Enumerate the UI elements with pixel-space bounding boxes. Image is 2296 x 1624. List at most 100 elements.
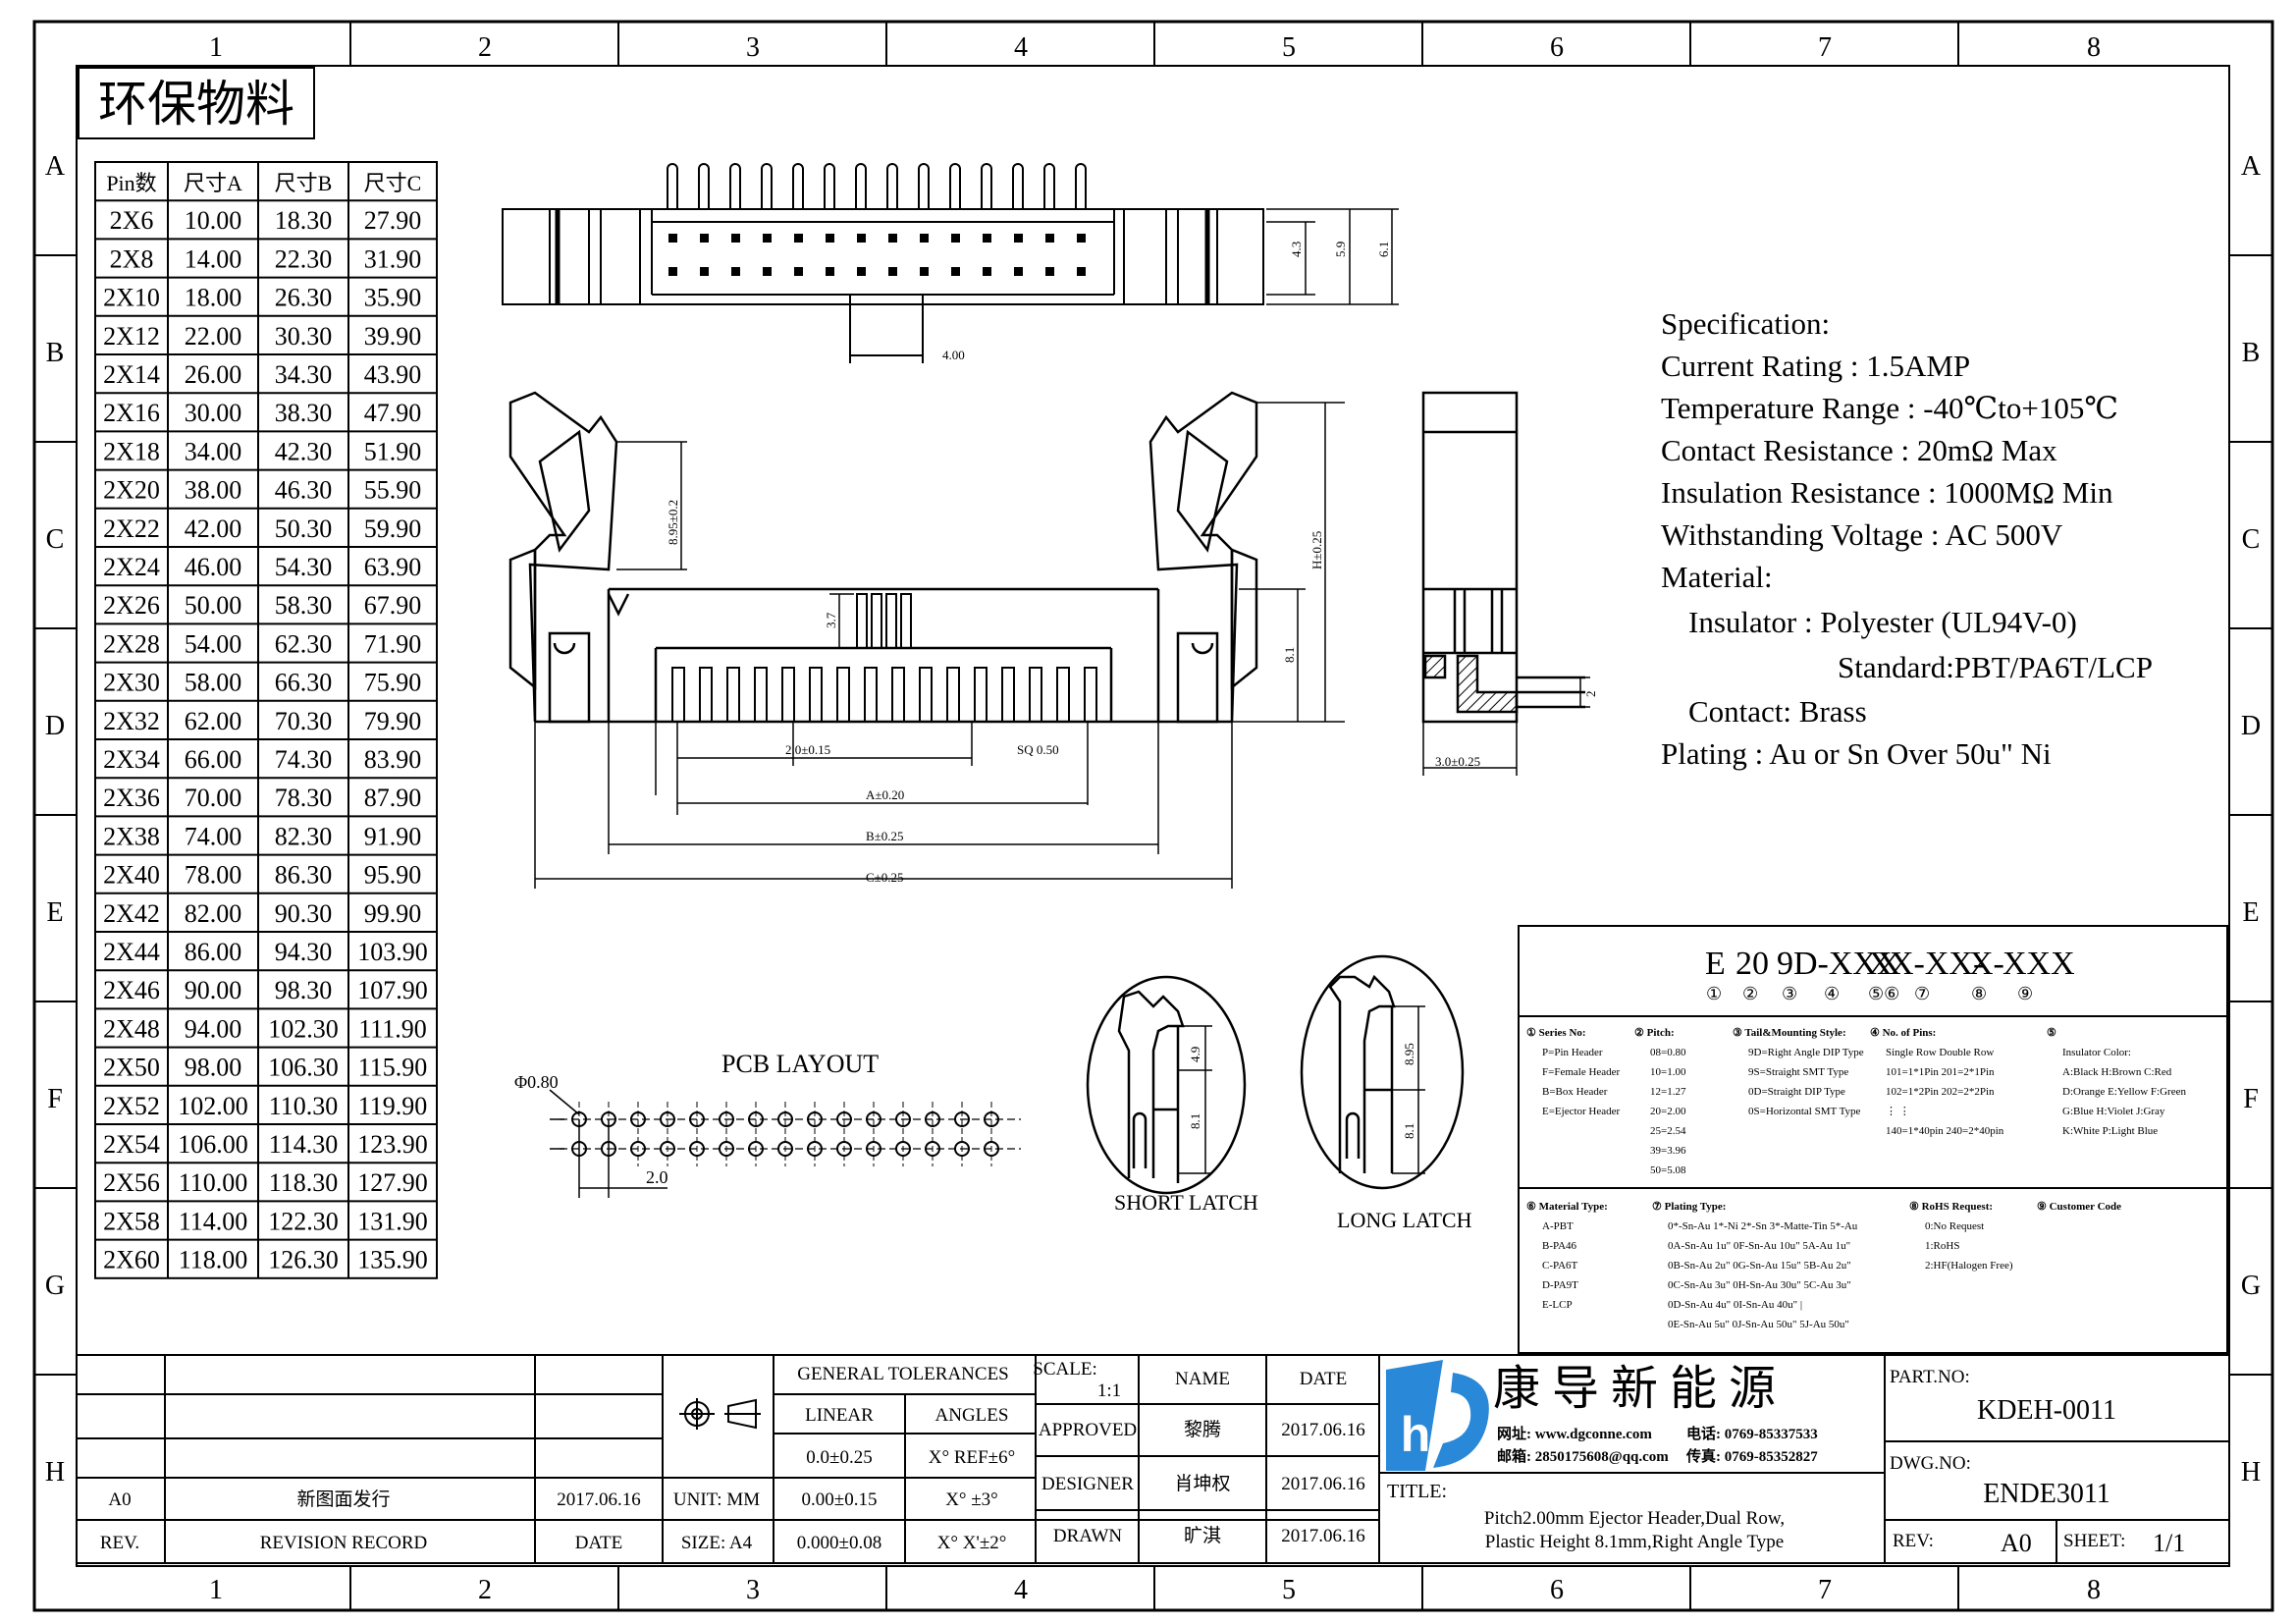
table-cell: 114.00 [179,1207,248,1235]
designer-date: 2017.06.16 [1281,1474,1365,1494]
code-circle: ④ [1824,984,1840,1003]
legend-line: ⑥ Material Type: [1526,1201,1608,1213]
code-circle: ① [1706,984,1722,1003]
col-label: 1 [209,1575,223,1605]
tolerance-value: X° REF±6° [929,1447,1015,1468]
table-cell: 74.30 [275,745,333,774]
frame-column-labels-top: 1 2 3 4 5 6 7 8 [209,32,2101,63]
table-cell: 91.90 [364,822,422,850]
pcb-hole [984,1111,999,1127]
col-label: 4 [1014,32,1028,63]
table-cell: 95.90 [364,861,422,890]
dim-label: 6.1 [1376,242,1391,257]
table-cell: 75.90 [364,669,422,697]
table-cell: 2X46 [103,976,160,1004]
pcb-hole [836,1111,852,1127]
pcb-hole [660,1141,675,1157]
pcb-hole [748,1141,764,1157]
code-circle: ② [1742,984,1758,1003]
spec-line: Current Rating : 1.5AMP [1661,349,1970,383]
table-cell: 102.00 [178,1092,248,1120]
legend-line: C-PA6T [1542,1260,1578,1272]
legend-line: 12=1.27 [1650,1086,1686,1098]
pcb-hole [984,1141,999,1157]
part-no-value: KDEH-0011 [1977,1395,2116,1426]
table-cell: 127.90 [357,1168,428,1197]
contact-slot [919,667,933,723]
company-mail: 邮箱: 2850175608@qq.com [1497,1447,1669,1465]
table-cell: 26.00 [185,360,242,389]
table-header-cell: 尺寸B [275,171,333,195]
table-cell: 2X58 [103,1207,160,1235]
table-header-cell: 尺寸C [364,171,422,195]
contact-slot [974,667,988,723]
pin-square [668,234,677,243]
rev-header: REV. [100,1533,139,1553]
table-cell: 42.30 [275,437,333,465]
legend-line: F=Female Header [1542,1066,1621,1078]
table-cell: 114.30 [269,1130,339,1159]
table-cell: 2X36 [103,784,160,812]
date-header: DATE [575,1533,623,1553]
table-cell: 102.30 [268,1014,339,1043]
table-cell: 67.90 [364,591,422,620]
dim-label: 3.0±0.25 [1435,754,1480,769]
legend-line: 0B-Sn-Au 2u" 0G-Sn-Au 15u" 5B-Au 2u" [1668,1260,1851,1272]
spec-line: Plating : Au or Sn Over 50u" Ni [1661,736,2052,771]
table-cell: 107.90 [357,976,428,1004]
tolerance-value: 0.000±0.08 [797,1533,881,1553]
row-label: C [46,524,65,555]
table-cell: 118.30 [269,1168,339,1197]
pin-square [857,267,866,276]
table-cell: 106.00 [178,1130,248,1159]
col-label: 5 [1282,32,1296,63]
legend-line: E=Ejector Header [1542,1106,1621,1117]
title-block-text: GENERAL TOLERANCES LINEAR ANGLES 0.0±0.2… [100,1359,1365,1553]
top-view-dims [1266,208,1399,305]
table-cell: 2X26 [103,591,160,620]
contact-slot [946,667,960,723]
table-cell: 110.00 [179,1168,248,1197]
row-label: D [45,711,65,741]
table-cell: 111.90 [358,1014,427,1043]
table-cell: 2X22 [103,514,160,543]
code-circle: ⑦ [1914,984,1930,1003]
table-cell: 83.90 [364,745,422,774]
table-cell: 50.30 [275,514,333,543]
legend-line: 9D=Right Angle DIP Type [1748,1047,1864,1058]
side-view [1421,391,1590,776]
pcb-hole [807,1111,823,1127]
table-cell: 71.90 [364,629,422,658]
col-label: 3 [746,32,760,63]
pcb-hole [719,1111,734,1127]
top-view [502,208,1264,363]
table-cell: 126.30 [268,1246,339,1274]
spec-line: Contact: Brass [1688,694,1867,729]
dwg-no-label: DWG.NO: [1890,1453,1971,1474]
table-cell: 2X60 [103,1246,160,1274]
pin-square [731,234,740,243]
pcb-hole [895,1111,911,1127]
legend-line: 39=3.96 [1650,1145,1686,1157]
revision-record-value: 新图面发行 [296,1489,390,1510]
table-cell: 123.90 [357,1130,428,1159]
table-cell: 42.00 [185,514,242,543]
table-cell: 55.90 [364,476,422,505]
pcb-hole [630,1141,646,1157]
legend-line: ⑤ [2047,1027,2056,1039]
pin-square [1014,267,1023,276]
scale-value: 1:1 [1097,1380,1121,1401]
table-cell: 22.30 [275,244,333,273]
legend-line: 101=1*1Pin 201=2*1Pin [1886,1066,1995,1078]
table-cell: 82.00 [185,899,242,928]
dim-label: 4.3 [1289,242,1304,257]
rev-value: A0 [108,1489,131,1510]
rev-value: A0 [2001,1529,2032,1557]
front-view-dims [534,402,1345,889]
table-cell: 39.90 [364,322,422,351]
row-label: B [2242,338,2261,368]
table-cell: 47.90 [364,399,422,427]
front-view-teeth [671,667,1097,723]
table-cell: 2X56 [103,1168,160,1197]
